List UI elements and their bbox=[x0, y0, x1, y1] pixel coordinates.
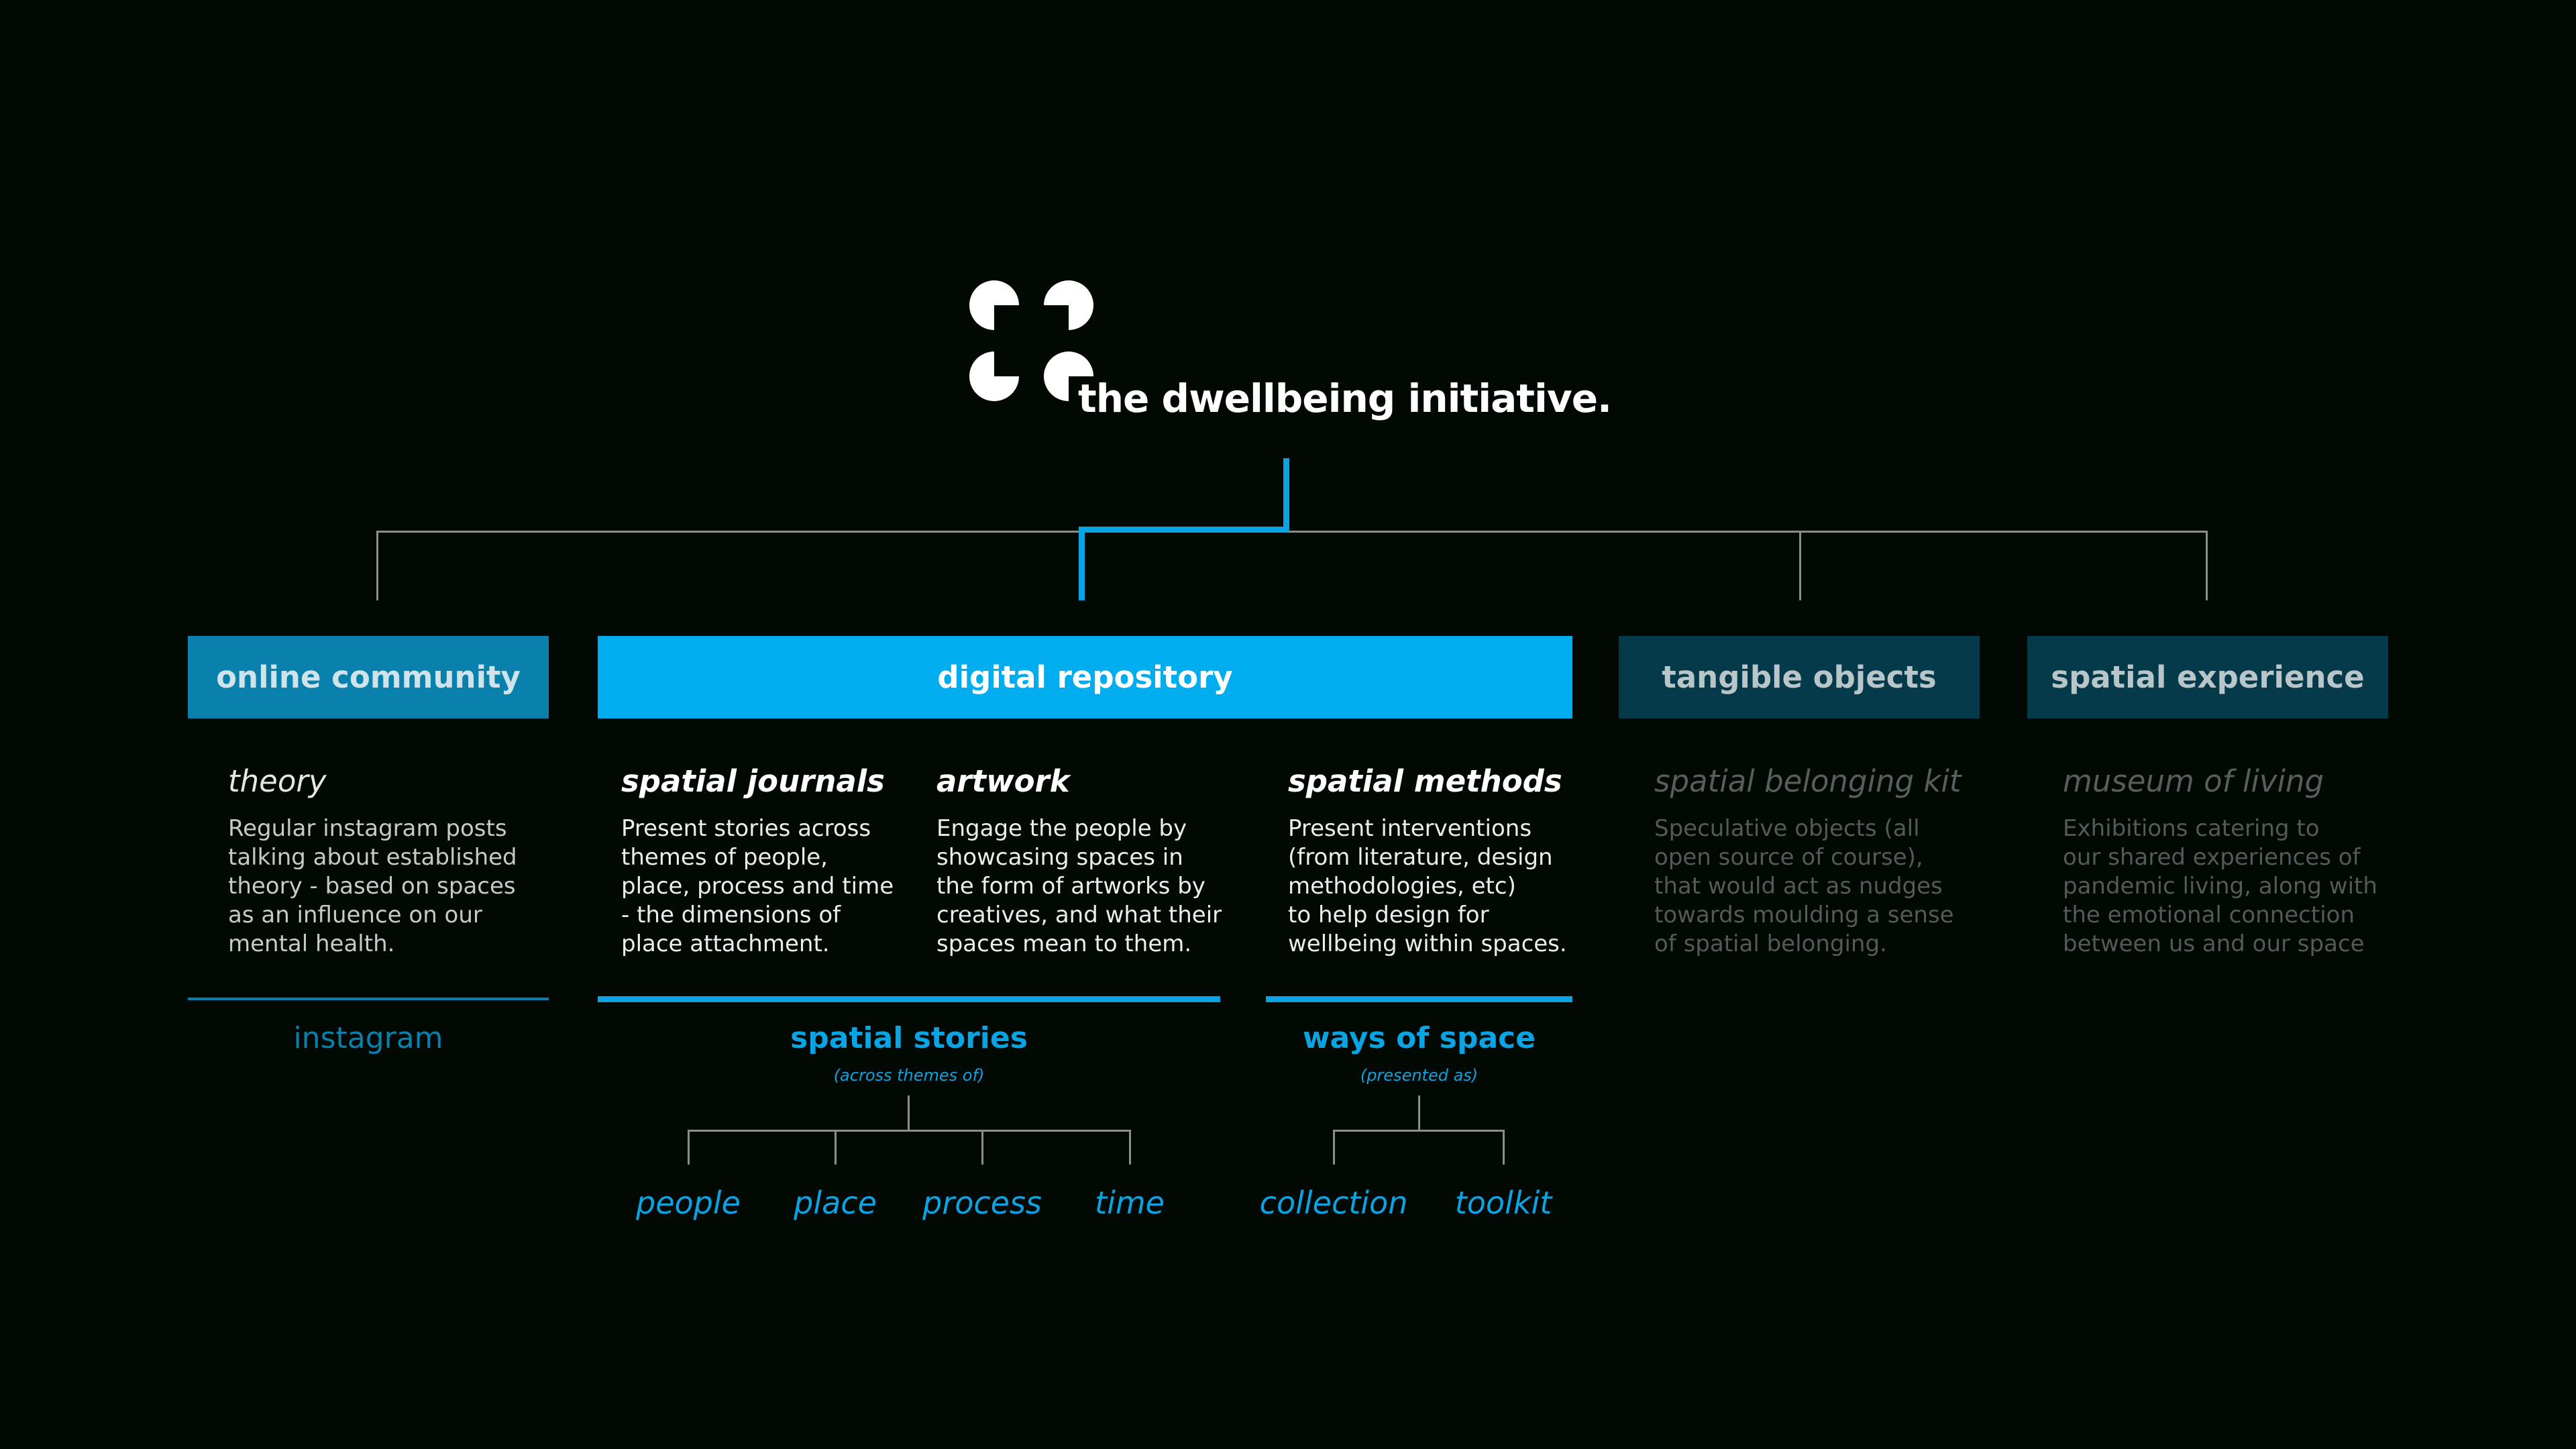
online-community-box[interactable]: online community bbox=[188, 636, 549, 718]
dwellbeing-logo-icon bbox=[969, 280, 1093, 401]
spatial-experience-label: spatial experience bbox=[2051, 659, 2365, 695]
page-title: the dwellbeing initiative. bbox=[1078, 376, 1612, 421]
online-community-divider bbox=[188, 998, 549, 1000]
branch-time bbox=[1129, 1130, 1131, 1165]
ways-of-space-label: ways of space bbox=[1302, 1021, 1536, 1055]
spatial-methods-title: spatial methods bbox=[1288, 763, 1562, 799]
spatial-journals-title: spatial journals bbox=[621, 763, 885, 799]
connector-online-community bbox=[376, 531, 378, 600]
spatial-belonging-kit-title: spatial belonging kit bbox=[1654, 763, 1962, 799]
ways-of-space-note: (presented as) bbox=[1360, 1066, 1479, 1085]
theory-description: Regular instagram posts talking about es… bbox=[228, 815, 517, 957]
connector-digital-repository bbox=[1079, 527, 1085, 600]
connector-horizontal bbox=[376, 531, 2208, 533]
branch-process bbox=[981, 1130, 983, 1165]
spatial-journals-description: Present stories across themes of people,… bbox=[621, 815, 894, 957]
digital-repository-label: digital repository bbox=[937, 659, 1233, 695]
leaf-collection[interactable]: collection bbox=[1259, 1185, 1408, 1221]
leaf-place[interactable]: place bbox=[794, 1185, 877, 1221]
online-community-label: online community bbox=[216, 659, 521, 695]
leaf-people[interactable]: people bbox=[636, 1185, 741, 1221]
theory-title: theory bbox=[228, 763, 327, 799]
leaf-time[interactable]: time bbox=[1095, 1185, 1165, 1221]
spatial-stories-branch bbox=[688, 1130, 1131, 1132]
connector-tangible-objects bbox=[1799, 531, 1801, 600]
spatial-methods-description: Present interventions (from literature, … bbox=[1288, 815, 1567, 957]
branch-place bbox=[835, 1130, 837, 1165]
connector-spatial-experience bbox=[2206, 531, 2208, 600]
tangible-objects-label: tangible objects bbox=[1662, 659, 1937, 695]
branch-collection bbox=[1333, 1130, 1335, 1165]
artwork-description: Engage the people by showcasing spaces i… bbox=[936, 815, 1222, 957]
leaf-process[interactable]: process bbox=[922, 1185, 1042, 1221]
digital-repository-box[interactable]: digital repository bbox=[598, 636, 1572, 718]
branch-people bbox=[688, 1130, 690, 1165]
connector-main-stem bbox=[1283, 458, 1289, 533]
spatial-stories-note: (across themes of) bbox=[833, 1066, 985, 1085]
spatial-stories-stem bbox=[908, 1095, 910, 1130]
ways-of-space-stem bbox=[1418, 1095, 1420, 1130]
ways-of-space-divider bbox=[1266, 996, 1572, 1002]
spatial-stories-label: spatial stories bbox=[790, 1021, 1028, 1055]
tangible-objects-box[interactable]: tangible objects bbox=[1619, 636, 1980, 718]
museum-of-living-description: Exhibitions catering to our shared exper… bbox=[2063, 815, 2377, 957]
connector-blue-horizontal bbox=[1079, 527, 1289, 533]
branch-toolkit bbox=[1503, 1130, 1505, 1165]
spatial-belonging-kit-description: Speculative objects (all open source of … bbox=[1654, 815, 1954, 957]
spatial-experience-box[interactable]: spatial experience bbox=[2027, 636, 2388, 718]
spatial-stories-divider bbox=[598, 996, 1220, 1002]
museum-of-living-title: museum of living bbox=[2063, 763, 2324, 799]
ways-of-space-branch bbox=[1333, 1130, 1505, 1132]
instagram-link[interactable]: instagram bbox=[293, 1021, 443, 1055]
artwork-title: artwork bbox=[936, 763, 1070, 799]
leaf-toolkit[interactable]: toolkit bbox=[1454, 1185, 1552, 1221]
